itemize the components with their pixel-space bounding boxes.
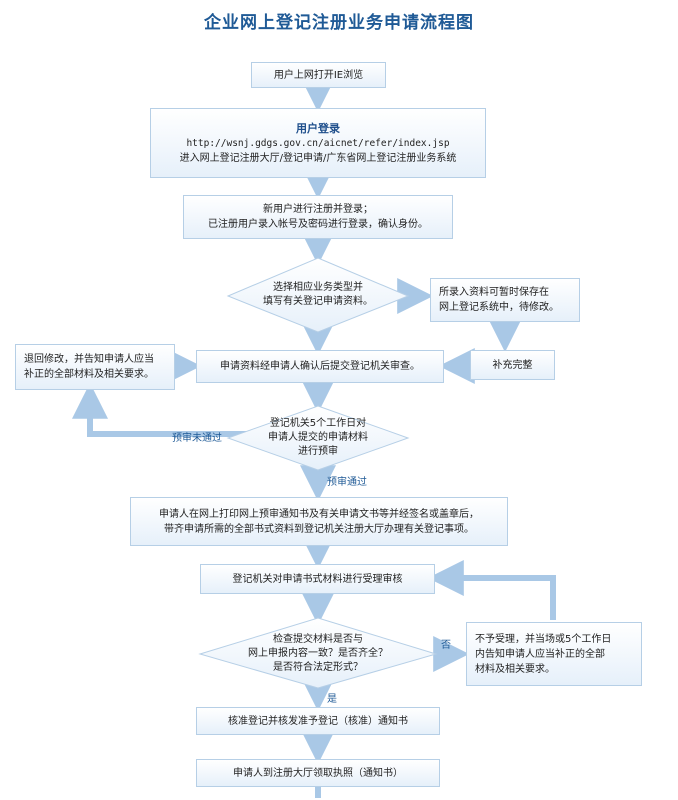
approve-box: 核准登记并核发准予登记（核准）通知书: [196, 707, 440, 735]
approve-text: 核准登记并核发准予登记（核准）通知书: [228, 715, 408, 727]
pre-line-2: 申请人提交的申请材料: [268, 432, 368, 443]
pre-review-decision-shape: [226, 405, 410, 471]
return-line-2: 补正的全部材料及相关要求。: [24, 369, 154, 380]
register-box: 新用户进行注册并登录； 已注册用户录入帐号及密码进行登录，确认身份。: [183, 195, 453, 239]
select-line-2: 填写有关登记申请资料。: [263, 296, 373, 307]
check-line-1: 检查提交材料是否与: [273, 634, 363, 645]
reject-box: 不予受理，并当场或5个工作日 内告知申请人应当补正的全部 材料及相关要求。: [466, 622, 642, 686]
yes-label: 是: [327, 694, 337, 705]
register-line-1: 新用户进行注册并登录；: [263, 204, 373, 215]
save-line-1: 所录入资料可暂时保存在: [439, 287, 549, 298]
save-box: 所录入资料可暂时保存在 网上登记系统中，待修改。: [430, 278, 580, 322]
save-line-2: 网上登记系统中，待修改。: [439, 302, 559, 313]
pre-pass-label: 预审通过: [327, 477, 367, 488]
pre-review-decision: 登记机关5个工作日对 申请人提交的申请材料 进行预审: [243, 417, 393, 459]
submit-box: 申请资料经申请人确认后提交登记机关审查。: [196, 350, 444, 383]
login-path: 进入网上登记注册大厅/登记申请/广东省网上登记注册业务系统: [179, 152, 457, 164]
no-label: 否: [441, 640, 451, 651]
check-line-3: 是否符合法定形式？: [273, 662, 363, 673]
open-ie-box: 用户上网打开IE浏览: [251, 62, 386, 88]
arrow-pre-fail-to-return: [72, 382, 270, 437]
reject-line-2: 内告知申请人应当补正的全部: [475, 648, 605, 660]
pre-line-1: 登记机关5个工作日对: [269, 418, 367, 429]
login-box: 用户登录 http://wsnj.gdgs.gov.cn/aicnet/refe…: [150, 108, 486, 178]
arrow-reject-to-review: [427, 560, 556, 620]
check-line-2: 网上申报内容一致？是否齐全？: [248, 648, 388, 659]
print-line-2: 带齐申请所需的全部书式资料到登记机关注册大厅办理有关登记事项。: [164, 523, 474, 535]
license-text: 申请人到注册大厅领取执照（通知书）: [233, 767, 403, 779]
print-box: 申请人在网上打印网上预审通知书及有关申请文书等并经签名或盖章后， 带齐申请所需的…: [130, 497, 508, 546]
license-box: 申请人到注册大厅领取执照（通知书）: [196, 759, 440, 787]
page-title: 企业网上登记注册业务申请流程图: [204, 13, 474, 33]
review-text: 登记机关对申请书式材料进行受理审核: [232, 573, 403, 585]
pre-line-3: 进行预审: [298, 446, 338, 457]
login-url: http://wsnj.gdgs.gov.cn/aicnet/refer/ind…: [186, 137, 450, 149]
open-ie-text: 用户上网打开IE浏览: [273, 69, 364, 81]
select-decision-shape: [226, 257, 410, 333]
pre-fail-label: 预审未通过: [172, 433, 222, 444]
check-decision-shape: [198, 617, 438, 689]
reject-line-3: 材料及相关要求。: [475, 663, 555, 675]
select-decision: 选择相应业务类型并 填写有关登记申请资料。: [238, 281, 398, 309]
supplement-box: 补充完整: [470, 350, 555, 380]
print-line-1: 申请人在网上打印网上预审通知书及有关申请文书等并经签名或盖章后，: [159, 508, 479, 520]
select-line-1: 选择相应业务类型并: [273, 282, 363, 293]
review-box: 登记机关对申请书式材料进行受理审核: [200, 564, 435, 594]
reject-line-1: 不予受理，并当场或5个工作日: [475, 633, 612, 645]
return-line-1: 退回修改，并告知申请人应当: [24, 354, 154, 365]
return-box: 退回修改，并告知申请人应当 补正的全部材料及相关要求。: [15, 344, 175, 390]
register-line-2: 已注册用户录入帐号及密码进行登录，确认身份。: [208, 219, 428, 230]
check-decision: 检查提交材料是否与 网上申报内容一致？是否齐全？ 是否符合法定形式？: [228, 633, 408, 675]
submit-text: 申请资料经申请人确认后提交登记机关审查。: [220, 361, 420, 372]
supplement-text: 补充完整: [492, 359, 533, 371]
login-title: 用户登录: [296, 121, 340, 135]
